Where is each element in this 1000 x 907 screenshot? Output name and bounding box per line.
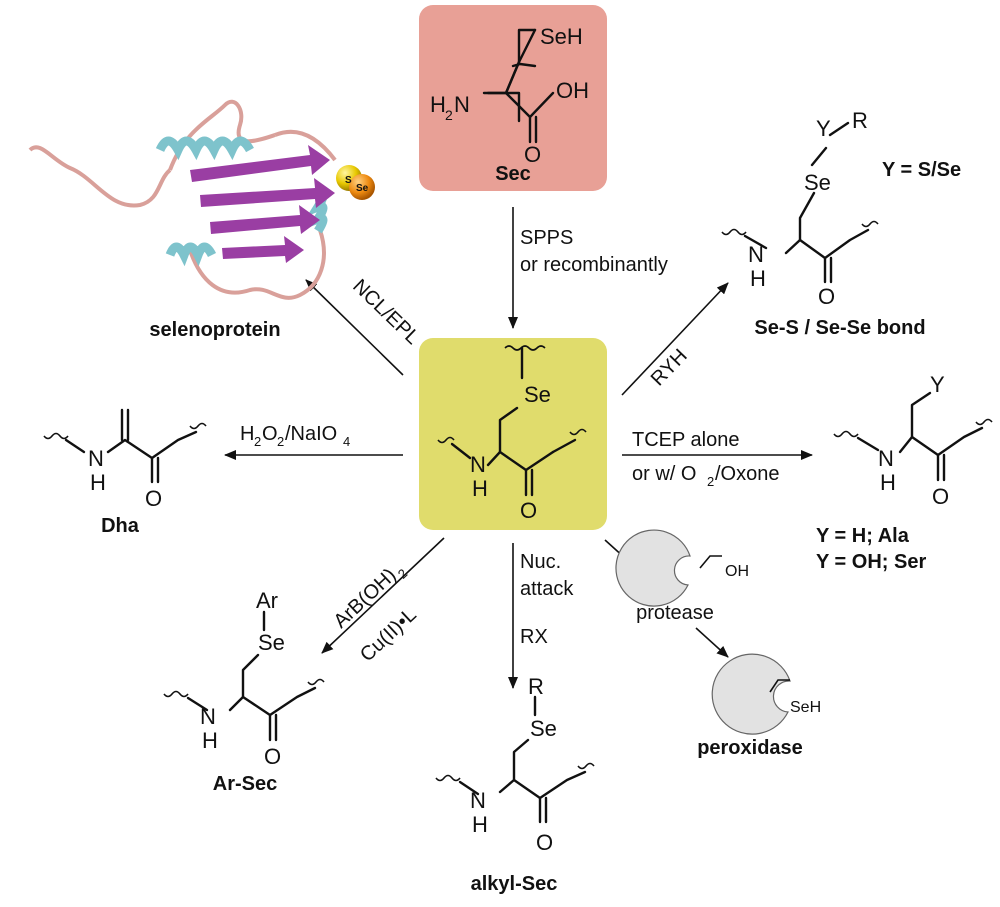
sulfur-label: S [345, 175, 352, 186]
alkyl-r-label: R [528, 674, 544, 699]
arsec-product: Ar Se N H O Ar-Sec [163, 588, 325, 795]
spps-label-1: SPPS [520, 227, 573, 249]
alkyl-o-label: O [536, 830, 553, 855]
alkyl-h-label: H [472, 812, 488, 837]
oxidation-label: H 2 O 2 /NaIO 4 [240, 423, 350, 449]
ox-h: H [240, 423, 254, 445]
alkyl-se-label: Se [530, 716, 557, 741]
ox-h-sub: 2 [254, 434, 261, 449]
sese-name: Se-S / Se-Se bond [754, 317, 925, 339]
sese-r-label: R [852, 108, 868, 133]
peroxidase-seh-label: SeH [790, 699, 821, 716]
selenoprotein-name: selenoprotein [149, 319, 280, 341]
arsec-name: Ar-Sec [213, 773, 277, 795]
selenium-label: Se [356, 183, 369, 194]
spps-label-2: or recombinantly [520, 254, 668, 276]
alkyl-name: alkyl-Sec [471, 873, 558, 895]
nuc-label-1: Nuc. [520, 551, 561, 573]
ox-o-sub: 2 [277, 434, 284, 449]
sec-molecule: SeH H 2 N OH O Sec [419, 5, 607, 191]
ncl-arrow [305, 279, 404, 376]
tcep-label-2: or w/ O 2 /Oxone [632, 463, 779, 489]
ryh-label: RYH [647, 345, 692, 390]
tcep-or: or w/ O [632, 463, 696, 485]
sec-oh-label: OH [556, 78, 589, 103]
sese-n-label: N [748, 242, 764, 267]
ala-definition: Y = H; Ala [816, 525, 910, 547]
peroxidase-enzyme: SeH peroxidase [697, 653, 821, 759]
sec-amine-n: N [454, 92, 470, 117]
center-molecule: Se N H O [419, 338, 607, 530]
sec-name: Sec [495, 163, 531, 185]
sese-se-label: Se [804, 170, 831, 195]
alaser-h-label: H [880, 470, 896, 495]
sese-y-definition: Y = S/Se [882, 159, 961, 181]
arylation-arrow [321, 537, 445, 654]
ox-naio-sub: 4 [343, 434, 350, 449]
ox-naio: /NaIO [285, 423, 337, 445]
sese-h-label: H [750, 266, 766, 291]
selenium-atom [349, 174, 375, 200]
dha-product: N H O Dha [43, 408, 207, 537]
ncl-label: NCL/EPL [348, 275, 423, 349]
sec-amine-h: H [430, 92, 446, 117]
ox-o: O [262, 423, 278, 445]
arsec-ar-label: Ar [256, 588, 278, 613]
center-h-label: H [472, 476, 488, 501]
alaser-product: Y N H O Y = H; Ala Y = OH; Ser [816, 372, 993, 573]
center-se-label: Se [524, 382, 551, 407]
selenoprotein-structure: S Se [28, 99, 375, 300]
alaser-y-label: Y [930, 372, 945, 397]
sec-amine-sub: 2 [445, 107, 453, 123]
rx-label: RX [520, 626, 548, 648]
arsec-h-label: H [202, 728, 218, 753]
dha-name: Dha [101, 515, 140, 537]
sec-box [419, 5, 607, 191]
dha-h-label: H [90, 470, 106, 495]
ryh-arrow [621, 282, 729, 396]
cu-label: Cu(II)•L [356, 604, 421, 667]
nuc-label-2: attack [520, 578, 574, 600]
alaser-n-label: N [878, 446, 894, 471]
dha-n-label: N [88, 446, 104, 471]
alkyl-n-label: N [470, 788, 486, 813]
arsec-n-label: N [200, 704, 216, 729]
sese-product: Y R Se N H O Y = S/Se Se-S / Se-Se bond [721, 108, 961, 339]
protease-enzyme: OH protease [615, 529, 749, 624]
sese-o-label: O [818, 284, 835, 309]
tcep-o2-sub: 2 [707, 474, 714, 489]
tcep-oxone: /Oxone [715, 463, 779, 485]
center-box [419, 338, 607, 530]
sec-o-label: O [524, 142, 541, 167]
tcep-label-1: TCEP alone [632, 429, 739, 451]
sec-seh-label: SeH [540, 24, 583, 49]
peroxidase-arrow [695, 627, 729, 658]
center-o-label: O [520, 498, 537, 523]
arsec-se-label: Se [258, 630, 285, 655]
arsec-o-label: O [264, 744, 281, 769]
protease-oh-label: OH [725, 563, 749, 580]
peroxidase-name: peroxidase [697, 737, 803, 759]
sese-y-label: Y [816, 116, 831, 141]
ser-definition: Y = OH; Ser [816, 551, 926, 573]
alaser-o-label: O [932, 484, 949, 509]
protease-name: protease [636, 602, 714, 624]
alkyl-product: R Se N H O alkyl-Sec [435, 674, 595, 895]
dha-o-label: O [145, 486, 162, 511]
center-n-label: N [470, 452, 486, 477]
